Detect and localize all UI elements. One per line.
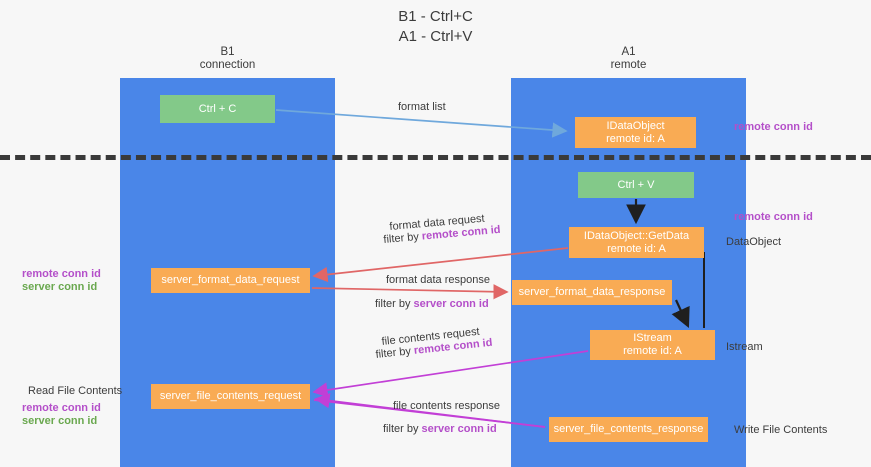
- label-format-list: format list: [398, 101, 446, 113]
- label-file-contents-response-filter: filter by server conn id: [383, 423, 497, 435]
- box-ctrl-v-label: Ctrl + V: [617, 178, 655, 191]
- annotation-remote-conn-id-top: remote conn id: [734, 121, 813, 133]
- annotation-write-file-contents: Write File Contents: [734, 424, 828, 436]
- swimlane-header-a1: A1 remote: [511, 46, 746, 72]
- label-format-data-response: format data response: [386, 274, 490, 286]
- filter-prefix: filter by: [383, 423, 422, 435]
- box-istream[interactable]: IStream remote id: A: [590, 330, 715, 360]
- annotation-remote-conn-id-mid: remote conn id: [734, 211, 813, 223]
- box-server-format-data-response[interactable]: server_format_data_response: [512, 280, 672, 305]
- box-getdata-subtitle: remote id: A: [607, 242, 666, 255]
- box-ctrl-c-label: Ctrl + C: [198, 102, 237, 115]
- box-getdata-title: IDataObject::GetData: [583, 229, 690, 242]
- annotation-left-server-conn-id-bottom: server conn id: [22, 415, 98, 427]
- box-istream-title: IStream: [633, 332, 672, 344]
- box-server-file-contents-request[interactable]: server_file_contents_request: [151, 384, 310, 409]
- filter-key-server-conn-id: server conn id: [413, 298, 489, 310]
- annotation-read-file-contents: Read File Contents: [28, 385, 123, 397]
- swimlane-header-b1: B1 connection: [120, 46, 335, 72]
- box-idataobject-getdata[interactable]: IDataObject::GetData remote id: A: [569, 227, 704, 258]
- label-format-data-response-filter: filter by server conn id: [375, 298, 489, 310]
- swimlane-a1-role: remote: [610, 59, 647, 71]
- annotation-dataobject: DataObject: [726, 236, 782, 248]
- filter-prefix: filter by: [375, 344, 415, 361]
- annotation-left-remote-conn-id-mid: remote conn id: [22, 268, 101, 280]
- box-server-format-data-response-label: server_format_data_response: [518, 286, 666, 298]
- arrow-format-data-response: [311, 284, 509, 300]
- swimlane-b1-role: connection: [199, 59, 256, 71]
- filter-prefix: filter by: [375, 298, 414, 310]
- box-idataobject[interactable]: IDataObject remote id: A: [575, 117, 696, 148]
- label-file-contents-response: file contents response: [393, 400, 501, 412]
- box-idataobject-subtitle: remote id: A: [606, 132, 665, 145]
- box-ctrl-c[interactable]: Ctrl + C: [160, 95, 275, 123]
- annotation-left-remote-conn-id-bottom: remote conn id: [22, 402, 101, 414]
- box-server-format-data-request[interactable]: server_format_data_request: [151, 268, 310, 293]
- box-server-format-data-request-label: server_format_data_request: [161, 274, 300, 286]
- swimlane-b1-name: B1: [220, 46, 235, 58]
- box-server-file-contents-request-label: server_file_contents_request: [159, 390, 302, 402]
- annotation-left-server-conn-id-mid: server conn id: [22, 281, 98, 293]
- box-ctrl-v[interactable]: Ctrl + V: [578, 172, 694, 198]
- title-line-1: B1 - Ctrl+C: [398, 8, 473, 25]
- swimlane-a1-name: A1: [621, 46, 636, 58]
- annotation-istream: Istream: [726, 341, 763, 353]
- filter-prefix: filter by: [383, 230, 423, 246]
- box-istream-subtitle: remote id: A: [623, 345, 682, 357]
- title-line-2: A1 - Ctrl+V: [398, 28, 473, 45]
- box-idataobject-title: IDataObject: [606, 119, 665, 132]
- phase-separator: [0, 155, 871, 160]
- filter-key-server-conn-id: server conn id: [421, 423, 497, 435]
- box-server-file-contents-response[interactable]: server_file_contents_response: [549, 417, 708, 442]
- box-server-file-contents-response-label: server_file_contents_response: [553, 423, 704, 435]
- page-title: B1 - Ctrl+C A1 - Ctrl+V: [0, 7, 871, 47]
